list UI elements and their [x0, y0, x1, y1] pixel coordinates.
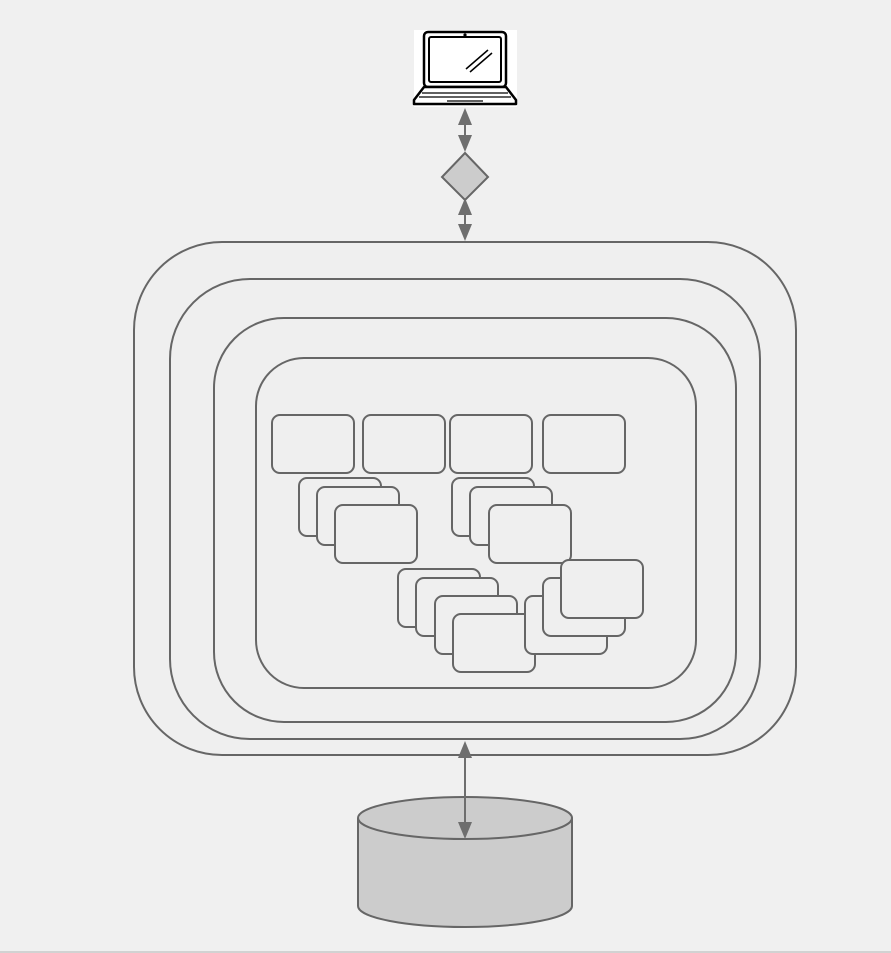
gateway-diamond — [440, 151, 490, 202]
card-stack-bottom-center — [397, 568, 536, 673]
stacked-card — [452, 613, 536, 673]
card-stack-middle — [451, 477, 572, 564]
laptop-icon — [412, 30, 518, 107]
component-box — [449, 414, 533, 474]
stacked-card — [488, 504, 572, 564]
card-stack-left — [298, 477, 418, 564]
stacked-card — [334, 504, 418, 564]
container-database-arrow — [458, 741, 472, 839]
stacked-card — [560, 559, 644, 619]
bottom-divider — [0, 951, 891, 953]
component-box — [271, 414, 355, 474]
gateway-container-arrow — [458, 198, 472, 241]
card-stack-bottom-right — [524, 559, 644, 655]
client-gateway-arrow — [458, 108, 472, 152]
component-box — [362, 414, 446, 474]
component-box — [542, 414, 626, 474]
